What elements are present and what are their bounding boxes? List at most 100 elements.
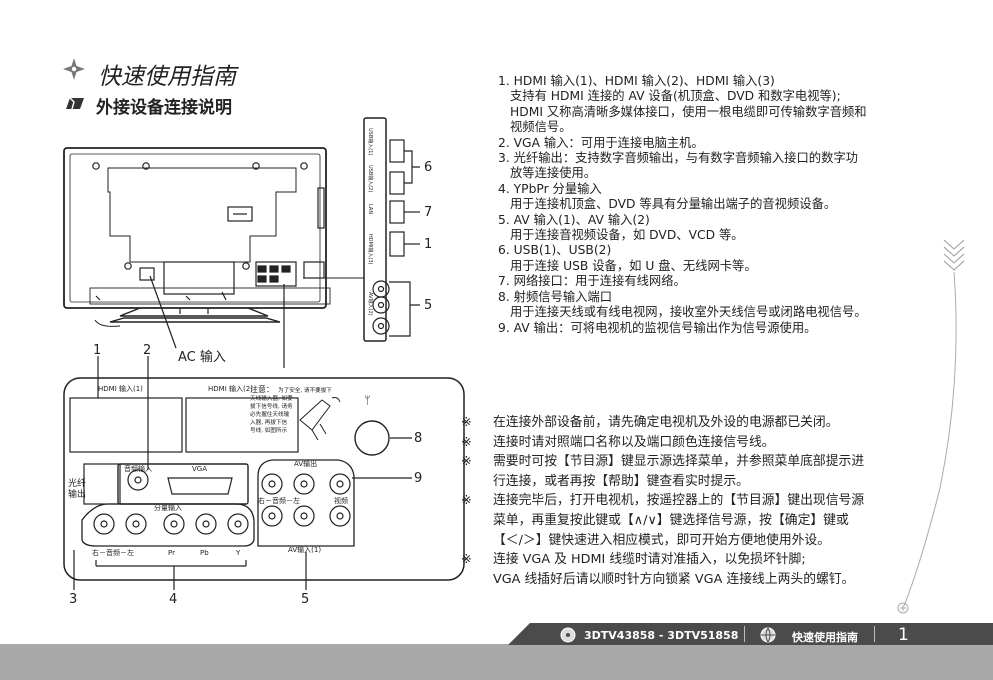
footer-divider-2 xyxy=(874,626,875,642)
note-text: 在连接外部设备前，请先确定电视机及外设的电源都已关闭。 xyxy=(493,413,839,433)
disc-icon xyxy=(560,627,576,647)
page-number: 1 xyxy=(898,625,909,645)
description-line: 6. USB(1)、USB(2) xyxy=(498,243,612,258)
av-out-video-label: 视频 xyxy=(334,496,348,505)
warning-line-4: 必先握住天线输 xyxy=(250,410,290,418)
description-list: 1. HDMI 输入(1)、HDMI 输入(2)、HDMI 输入(3)支持有 H… xyxy=(498,74,953,336)
callout-4: 4 xyxy=(169,592,177,607)
av-out-audio-label: 右－音频－左 xyxy=(258,496,300,505)
comp-y-label: Y xyxy=(235,549,241,557)
comp-audio-label: 右－音频－左 xyxy=(92,548,134,557)
decorative-curve xyxy=(903,271,957,607)
warning-line-2: 天线输入器, 如要 xyxy=(250,394,293,402)
globe-icon xyxy=(760,627,776,647)
note-line: 行连接，或者再按【帮助】键查看实时提示。 xyxy=(493,473,749,489)
note-marker: ※ xyxy=(461,415,472,430)
description-line: 9. AV 输出：可将电视机的监视信号输出作为信号源使用。 xyxy=(498,320,817,335)
description-line: 7. 网络接口：用于连接有线网络。 xyxy=(498,274,686,289)
description-line: 5. AV 输入(1)、AV 输入(2) xyxy=(498,212,650,227)
note-line: 【＜/＞】键快速进入相应模式，即可开始方便地使用外设。 xyxy=(493,532,831,548)
callout-3: 3 xyxy=(69,592,77,607)
description-item: 9. AV 输出：可将电视机的监视信号输出作为信号源使用。 xyxy=(498,321,953,336)
description-line: 视频信号。 xyxy=(510,120,572,135)
note-line: 需要时可按【节目源】键显示源选择菜单，并参照菜单底部提示进 xyxy=(493,454,865,470)
note-item: ※ 连接完毕后，打开电视机，按遥控器上的【节目源】键出现信号源菜单，再重复按此键或… xyxy=(461,491,941,550)
note-line: 连接完毕后，打开电视机，按遥控器上的【节目源】键出现信号源 xyxy=(493,493,865,509)
warning-title: 注意： xyxy=(250,384,274,394)
component-in-label: 分量输入 xyxy=(154,503,182,512)
description-line: 4. YPbPr 分量输入 xyxy=(498,181,602,196)
warning-line-6: 号线, 如图所示 xyxy=(250,426,288,434)
description-item: 4. YPbPr 分量输入用于连接机顶盒、DVD 等具有分量输出端子的音视频设备… xyxy=(498,182,953,213)
note-marker: ※ xyxy=(461,454,472,470)
callout-7: 7 xyxy=(424,205,432,220)
description-line: HDMI 又称高清晰多媒体接口，使用一根电缆即可传输数字音频和 xyxy=(510,104,867,119)
av-out-label: AV输出 xyxy=(294,459,317,468)
footer-guide: 快速使用指南 xyxy=(792,631,858,644)
optical-out-label-1: 光纤 xyxy=(68,477,86,489)
note-marker: ※ xyxy=(461,493,472,509)
note-item: ※ 在连接外部设备前，请先确定电视机及外设的电源都已关闭。 xyxy=(461,413,941,433)
footer-tab xyxy=(508,623,993,645)
description-line: 用于连接机顶盒、DVD 等具有分量输出端子的音视频设备。 xyxy=(510,197,837,212)
description-item: 2. VGA 输入：可用于连接电脑主机。 xyxy=(498,136,953,151)
description-line: 支持有 HDMI 连接的 AV 设备(机顶盒、DVD 和数字电视等); xyxy=(510,89,841,104)
callout-side-1: 1 xyxy=(424,237,432,252)
callout-8: 8 xyxy=(414,431,422,446)
side-port-usb1: USB输入(1) xyxy=(367,128,374,155)
title-star-icon xyxy=(60,56,88,86)
description-line: 用于连接 USB 设备，如 U 盘、无线网卡等。 xyxy=(510,258,757,273)
description-item: 1. HDMI 输入(1)、HDMI 输入(2)、HDMI 输入(3)支持有 H… xyxy=(498,74,953,136)
note-marker: ※ xyxy=(461,434,472,450)
notes-list: ※ 在连接外部设备前，请先确定电视机及外设的电源都已关闭。 ※ 连接时请对照端口名称以… xyxy=(461,413,941,589)
footer-bar xyxy=(0,644,993,680)
note-text: 连接时请对照端口名称以及端口颜色连接信号线。 xyxy=(493,433,775,453)
description-line: 1. HDMI 输入(1)、HDMI 输入(2)、HDMI 输入(3) xyxy=(498,74,775,88)
description-item: 7. 网络接口：用于连接有线网络。 xyxy=(498,274,953,289)
ac-input-label: AC 输入 xyxy=(178,349,226,365)
hdmi2-label: HDMI 输入(2) xyxy=(208,384,253,393)
note-line: VGA 线插好后请以顺时针方向锁紧 VGA 连接线上两头的螺钉。 xyxy=(493,571,855,587)
callout-side-5: 5 xyxy=(424,298,432,313)
av-in1-label: AV输入(1) xyxy=(288,545,321,554)
pencil-icon xyxy=(64,95,88,115)
description-item: 8. 射频信号输入端口用于连接天线或有线电视网，接收室外天线信号或闭路电视信号。 xyxy=(498,290,953,321)
description-line: 用于连接天线或有线电视网，接收室外天线信号或闭路电视信号。 xyxy=(510,305,867,320)
section-subtitle: 外接设备连接说明 xyxy=(96,98,232,118)
callout-6: 6 xyxy=(424,160,432,175)
callout-5: 5 xyxy=(301,592,309,607)
comp-pb-label: Pb xyxy=(200,549,209,557)
warning-line-1: 为了安全, 请不要拔下 xyxy=(278,386,332,394)
description-item: 6. USB(1)、USB(2)用于连接 USB 设备，如 U 盘、无线网卡等。 xyxy=(498,243,953,274)
footer-model: 3DTV43858 - 3DTV51858 xyxy=(584,629,739,642)
callout-9: 9 xyxy=(414,471,422,486)
warning-line-3: 拔下信号线, 请务 xyxy=(250,402,293,410)
note-text: 连接完毕后，打开电视机，按遥控器上的【节目源】键出现信号源菜单，再重复按此键或【… xyxy=(493,491,864,550)
side-port-lan: LAN xyxy=(367,204,373,214)
description-line: 放等连接使用。 xyxy=(510,166,597,181)
page-title: 快速使用指南 xyxy=(98,64,236,90)
note-item: ※ 需要时可按【节目源】键显示源选择菜单，并参照菜单底部提示进行连接，或者再按【帮… xyxy=(461,452,941,491)
note-item: ※ 连接 VGA 及 HDMI 线缆时请对准插入，以免损坏针脚; VGA 线插好后请… xyxy=(461,550,941,589)
hdmi1-label: HDMI 输入(1) xyxy=(98,384,143,393)
audio-in-label: 音频输入 xyxy=(124,464,152,473)
side-port-hdmi3: HDMI输入(3) xyxy=(367,234,374,265)
footer-divider xyxy=(744,626,745,642)
note-item: ※ 连接时请对照端口名称以及端口颜色连接信号线。 xyxy=(461,433,941,453)
note-marker: ※ xyxy=(461,552,472,568)
comp-pr-label: Pr xyxy=(168,549,175,557)
callout-1: 1 xyxy=(93,343,101,358)
side-port-usb2: USB输入(2) xyxy=(367,165,374,192)
note-line: 菜单，再重复按此键或【∧/∨】键选择信号源，按【确定】键或 xyxy=(493,512,849,528)
note-line: 连接 VGA 及 HDMI 线缆时请对准插入，以免损坏针脚; xyxy=(493,552,806,568)
note-line: 连接时请对照端口名称以及端口颜色连接信号线。 xyxy=(493,434,775,450)
side-port-av2: AV输入(2) xyxy=(367,292,374,316)
note-text: 需要时可按【节目源】键显示源选择菜单，并参照菜单底部提示进行连接，或者再按【帮助… xyxy=(493,452,864,491)
warning-line-5: 入器, 再拔下信 xyxy=(250,418,288,426)
note-line: 在连接外部设备前，请先确定电视机及外设的电源都已关闭。 xyxy=(493,415,839,430)
vga-label: VGA xyxy=(192,465,207,473)
antenna-symbol: ᛘ xyxy=(364,394,371,407)
description-item: 5. AV 输入(1)、AV 输入(2)用于连接音视频设备，如 DVD、VCD … xyxy=(498,213,953,244)
description-line: 3. 光纤输出：支持数字音频输出，与有数字音频输入接口的数字功 xyxy=(498,151,858,166)
